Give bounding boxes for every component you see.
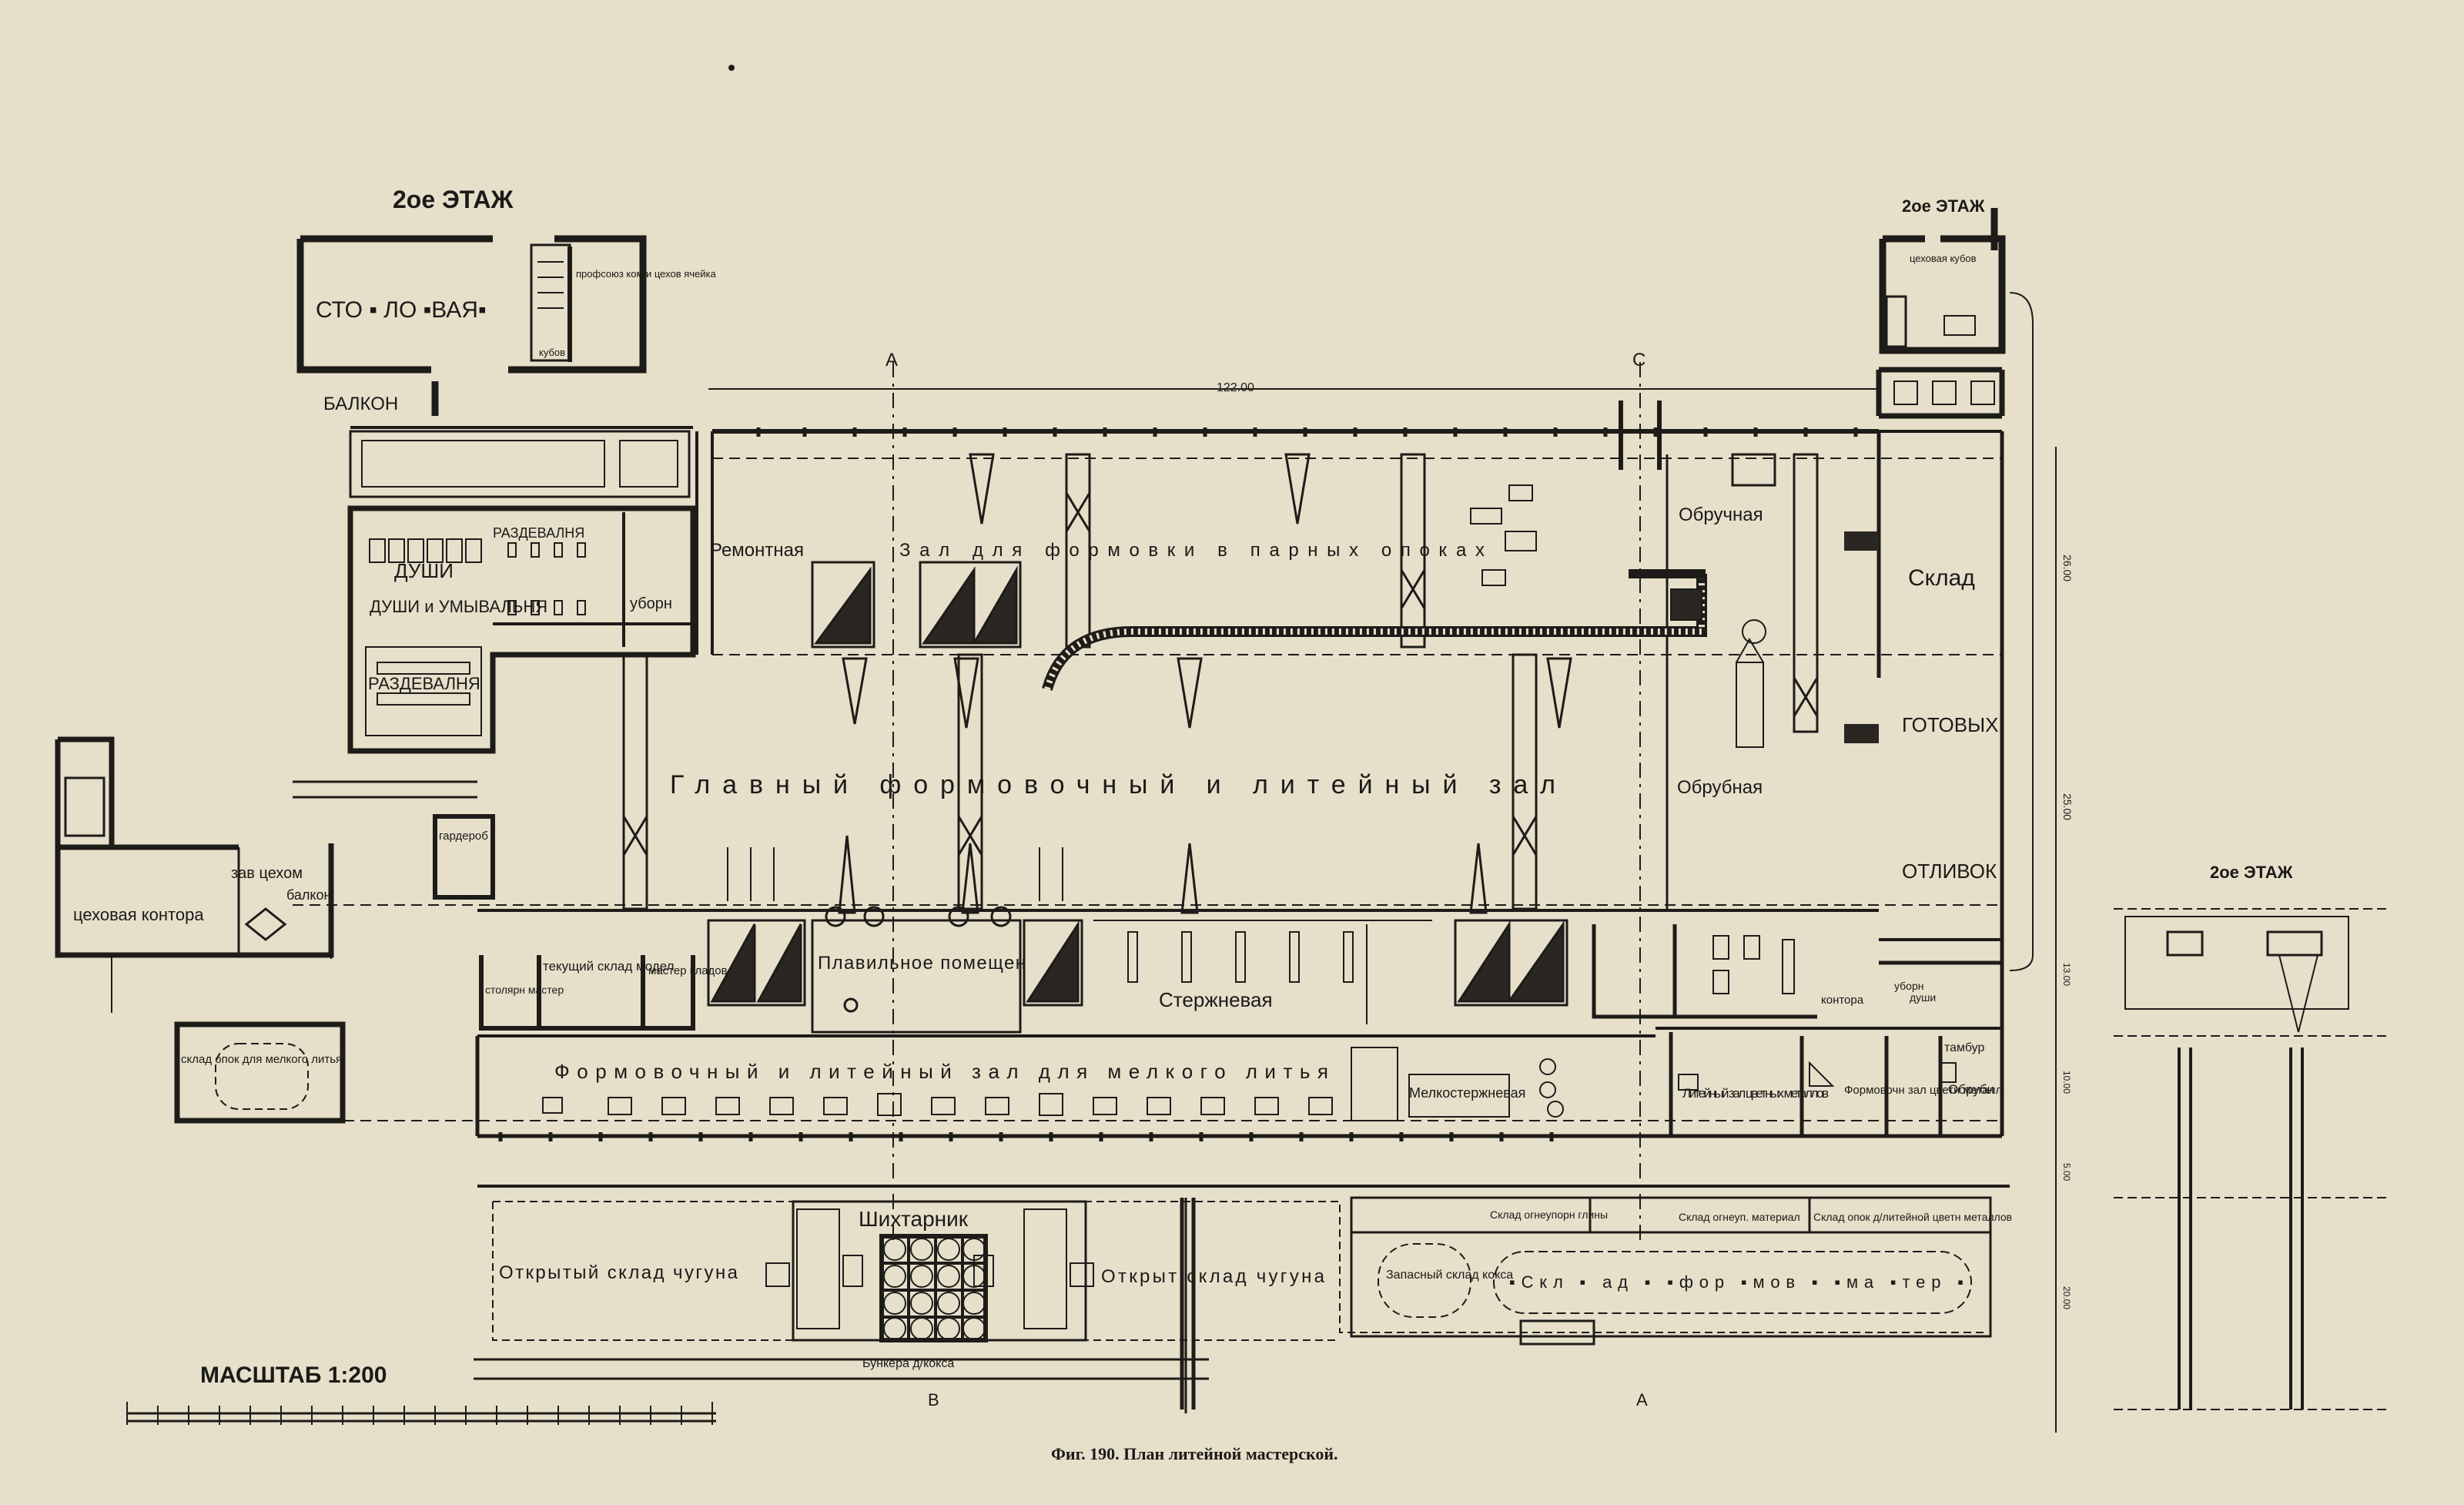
service-rooms-row: гардероб столярн мастер текущий склад мо… [433, 814, 1568, 1034]
dim-10: 10.00 [2061, 1071, 2072, 1094]
room-otlivok: ОТЛИВОК [1902, 860, 1997, 883]
room-tambur: тамбур [1944, 1041, 1985, 1054]
room-obrubn: Обрубн [1948, 1082, 1994, 1097]
room-sterzhnevaya: Стержневая [1159, 988, 1273, 1011]
dimension-top: 122.00 A C [708, 350, 1879, 470]
room-obrubnaya: Обрубная [1677, 777, 1763, 798]
room-masterskaya: столярн мастер [485, 984, 564, 996]
room-zav-tsehom: зав цехом [231, 865, 303, 882]
room-remontnaya: Ремонтная [710, 540, 804, 561]
scale-bar: МАСШТАБ 1:200 [126, 1363, 716, 1425]
room-razdevalnya-top: РАЗДЕВАЛНЯ [493, 525, 584, 541]
room-sklad-ogneupor-gliny: Склад огнеупорн глины [1490, 1208, 1608, 1221]
finished-castings-store: Склад ГОТОВЫХ ОТЛИВОК [1844, 531, 2004, 883]
axis-b-bottom: B [928, 1390, 939, 1409]
pair-moulding-hall: Ремонтная Зал для формовки в парных опок… [622, 453, 1819, 910]
floor2-label-left: 2ое ЭТАЖ [393, 186, 514, 213]
room-otkryty-sklad-left: Открытый склад чугуна [499, 1262, 738, 1283]
room-otkryty-sklad-right: Открыт склад чугуна [1101, 1266, 1325, 1287]
room-dushi: ДУШИ и УМЫВАЛЬНЯ [370, 597, 547, 616]
room-plavilnoe: Плавильное помещен [818, 953, 1026, 974]
room-zal-formovki: Зал для формовки в парных опоках [899, 540, 1485, 561]
flask-store: склад опок для мелкого литья [174, 1021, 346, 1124]
room-obruchnaya: Обручная [1679, 504, 1763, 525]
room-ubornaya-left: уборн [630, 595, 672, 612]
room-stolovaya: СТО ▪ ЛО ▪ВАЯ▪ [316, 297, 487, 323]
dim-26: 26.00 [2061, 555, 2074, 582]
dim-5: 5.00 [2061, 1163, 2072, 1182]
room-master-kladov: мастер кладов [648, 964, 728, 977]
room-shihtarnik: Шихтарник [859, 1207, 969, 1231]
room-tsvet-formovka: Формовочн зал цветн металл [1844, 1084, 2002, 1097]
room-kubov: кубов [539, 347, 565, 358]
room-razdevalnya-bottom: РАЗДЕВАЛНЯ [368, 674, 480, 693]
room-profkom: профсоюз ком и цехов ячейка [576, 268, 717, 280]
room-ubornaya-right: уборн [1894, 980, 1923, 992]
small-castings-hall: Формовочный и литейный зал для мелкого л… [542, 1047, 1564, 1121]
room-gotovyh: ГОТОВЫХ [1902, 713, 1998, 736]
room-melkoe-litye: Формовочный и литейный зал для мелкого л… [554, 1060, 1328, 1083]
room-tekushchy-sklad: текущий склад модел [543, 959, 675, 974]
figure-caption: Фиг. 190. План литейной мастерской. [1051, 1444, 1338, 1463]
nonferrous-block: контора уборн души тамбур Литейный зал ц… [1592, 924, 2004, 1136]
room-kontora: контора [1821, 994, 1864, 1007]
room-sklad: Склад [1908, 565, 1975, 591]
room-garderob: гардероб [439, 830, 488, 843]
main-building-walls [293, 362, 2004, 1240]
axis-a-top: A [886, 350, 898, 370]
room-sklad-opok: склад опок для мелкого литья [181, 1053, 342, 1066]
right-section: 2ое ЭТАЖ [2114, 863, 2387, 1410]
upper-right-block: 2ое ЭТАЖ цеховая кубов 26.00 25.00 13.00… [1876, 196, 2074, 1433]
room-sklad-opok-tsvet: Склад опок д/литейной цветн металлов [1813, 1211, 2012, 1223]
axis-a-bottom: A [1636, 1390, 1648, 1409]
room-melkosterzhnevaya: Мелкостержневая [1409, 1085, 1525, 1101]
floor2-label-far-right: 2ое ЭТАЖ [2210, 863, 2293, 882]
dim-overall: 122.00 [1217, 381, 1254, 394]
axis-c-top: C [1632, 350, 1645, 370]
room-dushi-right: души [1910, 991, 1936, 1004]
dim-20: 20.00 [2061, 1286, 2072, 1309]
room-zapasny-sklad: Запасный склад кокса [1386, 1269, 1513, 1282]
room-dushi-line1: ДУШИ [394, 559, 454, 582]
room-sklad-form-mater: ▪Скл ▪ ад ▪ ▪фор ▪мов ▪ ▪ма ▪тер ▪ [1509, 1272, 1964, 1292]
room-balkon: БАЛКОН [323, 394, 398, 414]
room-glavny-zal: Главный формовочный и литейный зал [670, 770, 1555, 799]
room-tsvet-litye: Литейный зал цветных металлов [1682, 1086, 1829, 1101]
dim-13: 13.00 [2061, 963, 2072, 986]
room-sklad-ogneupor-mater: Склад огнеуп. материал [1679, 1211, 1800, 1223]
office-annex: цеховая контора зав цехом балкон [55, 736, 477, 1013]
room-tsehovaya-kontora: цеховая контора [73, 905, 204, 924]
room-tsehovaya-kubovaya: цеховая кубов [1910, 253, 1977, 264]
dim-25: 25.00 [2061, 793, 2074, 820]
canteen-block: 2ое ЭТАЖ СТО ▪ ЛО ▪ВАЯ▪ профсоюз ком и ц… [296, 186, 717, 416]
scale-label: МАСШТАБ 1:200 [200, 1363, 387, 1388]
amenities-block: РАЗДЕВАЛНЯ ДУШИ ДУШИ и УМЫВАЛЬНЯ уборн Р… [347, 430, 696, 754]
floor2-label-right: 2ое ЭТАЖ [1902, 196, 1985, 216]
room-balkon-left: балкон [286, 887, 331, 903]
yard: Шихтарник Открытый склад чугуна Открыт с… [474, 1185, 2012, 1413]
